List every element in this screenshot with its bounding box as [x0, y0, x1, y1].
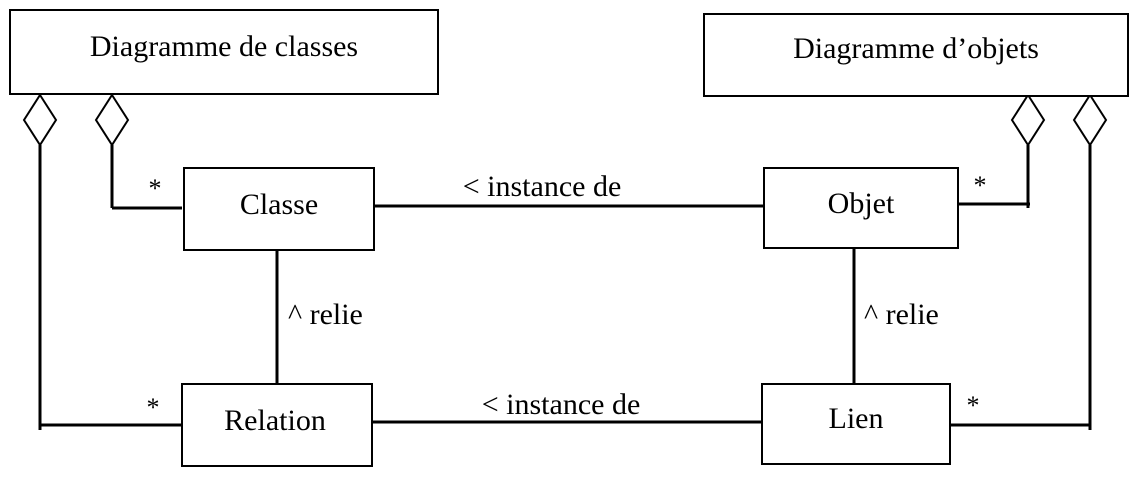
aggregation-diamond-icon	[22, 93, 58, 147]
aggregation-diamond-icon	[94, 93, 130, 147]
diagramme-objets-box	[703, 13, 1129, 97]
relie-label-left: ^ relie	[288, 298, 363, 331]
multiplicity-objet: *	[974, 171, 987, 200]
classe-label: Classe	[240, 188, 318, 221]
diagramme-classes-label: Diagramme de classes	[90, 30, 358, 63]
instance-de-label-top: < instance de	[463, 170, 622, 203]
relation-label: Relation	[224, 404, 326, 437]
objet-box	[763, 167, 959, 249]
multiplicity-lien: *	[967, 391, 980, 420]
relie-label-right: ^ relie	[864, 298, 939, 331]
instance-de-label-bottom: < instance de	[482, 388, 641, 421]
multiplicity-classe: *	[149, 174, 162, 203]
aggregation-diamond-icon	[1072, 93, 1108, 147]
diagramme-objets-label: Diagramme d’objets	[793, 32, 1039, 65]
diagramme-classes-box	[9, 9, 439, 95]
relation-box	[181, 383, 373, 467]
lien-box	[761, 383, 951, 465]
multiplicity-relation: *	[147, 393, 160, 422]
classe-box	[183, 167, 375, 251]
lien-label: Lien	[829, 402, 884, 435]
objet-label: Objet	[828, 187, 895, 220]
aggregation-diamond-icon	[1010, 93, 1046, 147]
